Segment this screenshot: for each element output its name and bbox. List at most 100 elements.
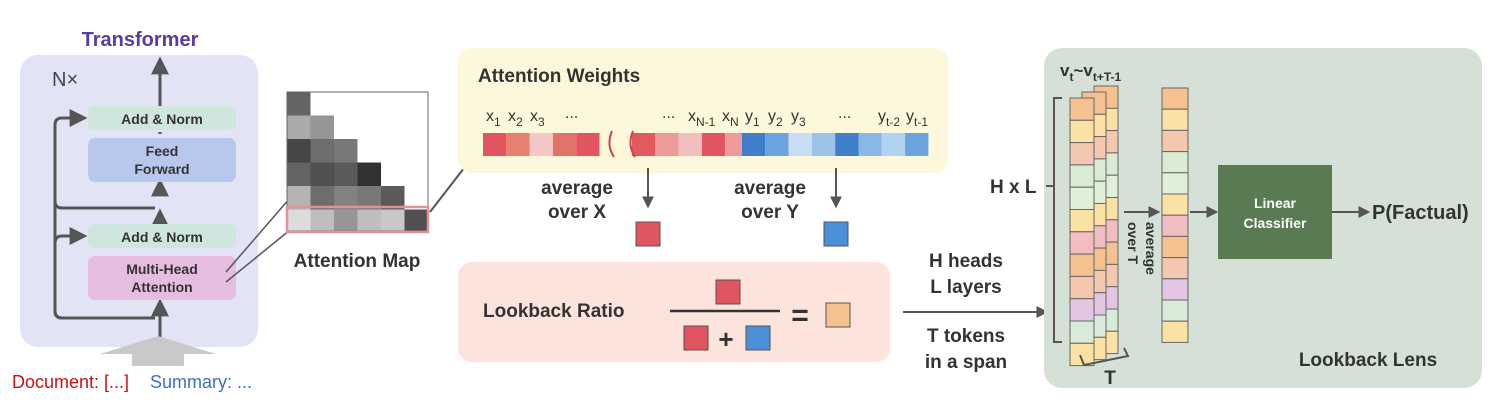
ratio-plus-sign: + [718,324,733,354]
ratio-numerator-red [715,279,741,305]
averaged-feature-cell [1161,87,1189,110]
attention-map-cell [310,139,334,163]
token-ellipsis-3: ... [838,105,851,122]
break-mark-left [608,130,615,158]
attention-map-highlight-row [285,205,430,234]
linear-classifier-box [1218,165,1332,259]
attention-map-cell [310,162,334,186]
attention-map-cell [381,209,405,233]
attention-map-cell [287,186,311,210]
lookback-ratio-label: Lookback Ratio [483,301,624,322]
token-ellipsis-1: ... [565,105,578,122]
lens-feature-cell [1069,298,1095,322]
hxl-bracket [1053,97,1062,343]
attention-map-cell [287,209,311,233]
averaged-feature-cell [1161,320,1189,343]
classifier-label-1: Linear [1254,195,1297,211]
attention-map-cell [287,139,311,163]
input-document: Document: [...] [12,372,129,392]
attention-weights-title: Attention Weights [478,66,640,87]
t-bracket [1079,347,1130,367]
token-labels: x1 x2 x3 ... ... xN-1 xN y1 y2 y3 ... yt… [486,105,928,129]
lens-feature-cell [1069,253,1095,277]
weight-cell-summary [905,133,929,156]
token-xn-1: xN-1 [688,108,716,129]
token-x2: x2 [508,108,523,129]
lens-feature-cell [1069,164,1095,188]
feed-forward-box [88,138,236,182]
weight-cells [483,133,929,156]
avg-y-label-1: average [734,178,806,199]
weight-cell-document [678,133,702,156]
weight-cell-document [529,133,553,156]
add-norm-top-box [88,106,236,130]
attention-map-cell [334,139,358,163]
v-range-label: vt~vt+T-1 [1060,61,1122,84]
residual-arrow-bottom [53,227,155,320]
token-y3: y3 [791,108,806,129]
weight-cell-document [483,133,507,156]
attention-map-cell [334,209,358,233]
attention-map-label: Attention Map [294,251,421,272]
attention-map-cell [357,209,381,233]
input-arrow [100,336,216,366]
lens-feature-cell [1069,186,1095,210]
lens-feature-cell [1069,231,1095,255]
averaged-feature-cell [1161,278,1189,301]
tokens-label-2: in a span [925,352,1007,373]
weight-cell-document [655,133,679,156]
lens-feature-cell [1069,342,1095,367]
break-mark-right [629,130,636,158]
mha-label-1: Multi-Head [126,261,198,277]
attention-map-cell [310,115,334,139]
transformer-title: Transformer [82,29,199,51]
weight-cell-document [506,133,530,156]
ratio-denominator-blue [745,325,771,351]
averaged-feature-cell [1161,129,1189,153]
averaged-feature-cell [1161,235,1189,259]
attention-map-cell [334,162,358,186]
lens-feature-cell [1069,97,1095,121]
layers-label: L layers [930,277,1001,298]
attention-map [285,91,430,234]
add-norm-bottom-label: Add & Norm [121,229,203,245]
lens-feature-cell [1069,209,1095,233]
transformer-block: Transformer N× Add & Norm Feed Forward A… [12,29,258,392]
lookback-lens-panel: vt~vt+T-1 H x L T average over T Linear … [990,48,1482,389]
attention-map-cell [334,186,358,210]
heads-label: H heads [929,251,1003,272]
residual-line-top [53,124,155,210]
token-ellipsis-2: ... [662,105,675,122]
lens-feature-cell [1069,320,1095,344]
averaged-feature-cell [1161,193,1189,216]
lens-feature-cell [1069,119,1095,144]
averaged-feature-cell [1161,299,1189,322]
token-xn: xN [722,108,739,129]
token-x3: x3 [530,108,545,129]
output-label: P(Factual) [1372,202,1469,224]
attention-map-cell [404,209,428,233]
averaged-feature-cell [1161,108,1189,131]
token-x1: x1 [486,108,501,129]
lookback-ratio-panel: Lookback Ratio + = [458,262,890,362]
weight-cell-summary [881,133,906,156]
avg-y-label-2: over Y [741,202,799,223]
mha-label-2: Attention [131,279,192,295]
repeat-label: N× [52,69,78,91]
mha-to-map-line-1 [225,197,291,273]
tokens-label-1: T tokens [927,326,1005,347]
weight-cell-summary [742,133,766,156]
averaged-feature-column [1161,87,1189,343]
input-summary: Summary: ... [150,372,252,392]
mha-box [88,256,236,300]
attention-map-cell [357,186,381,210]
ratio-result-orange [825,302,851,328]
weight-cell-document [552,133,577,156]
averaged-feature-cell [1161,257,1189,280]
attention-map-cell [310,186,334,210]
mha-to-map-line-2 [225,229,291,283]
averaged-feature-cell [1161,214,1189,237]
avg-x-result-red [635,221,661,247]
lens-feature-cell [1069,275,1095,300]
